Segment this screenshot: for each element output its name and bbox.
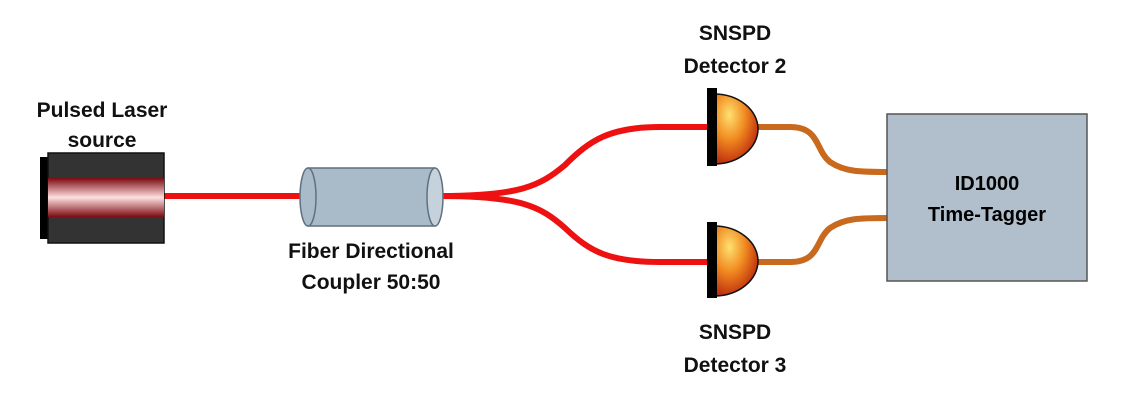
coupler-label-line1: Fiber Directional xyxy=(288,240,454,263)
fiber-coupler xyxy=(299,167,444,227)
fiber-to-detector-2 xyxy=(439,124,712,199)
laser-label-line2: source xyxy=(68,129,137,152)
laser-label-line1: Pulsed Laser xyxy=(37,99,168,122)
time-tagger-label-line1: ID1000 xyxy=(955,173,1020,195)
coupler-label-line2: Coupler 50:50 xyxy=(302,271,441,294)
time-tagger-label-line2: Time-Tagger xyxy=(928,204,1046,226)
cable-detector-2-to-tagger xyxy=(758,124,890,175)
cable-detector-3-to-tagger xyxy=(758,215,890,265)
detector-2 xyxy=(707,88,759,166)
detector-2-label-line2: Detector 2 xyxy=(684,55,787,78)
time-tagger-box xyxy=(886,113,1088,282)
detector-3 xyxy=(707,222,759,298)
detector-3-label-line1: SNSPD xyxy=(699,321,771,344)
laser-source xyxy=(40,152,165,244)
detector-2-label-line1: SNSPD xyxy=(699,22,771,45)
fiber-to-detector-3 xyxy=(439,193,712,265)
detector-3-label-line2: Detector 3 xyxy=(684,354,787,377)
